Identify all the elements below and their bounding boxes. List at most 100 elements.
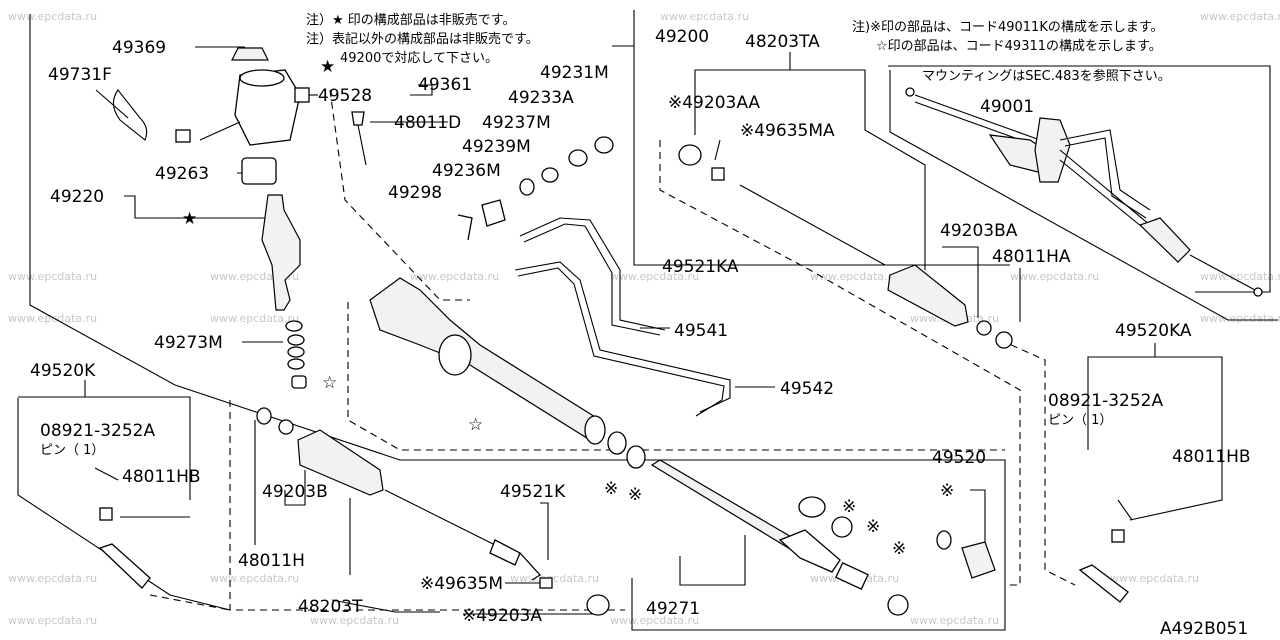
nut-part-48011H [256, 407, 272, 425]
mount-part-49520 [961, 541, 996, 579]
part-label-49541: 49541 [674, 321, 728, 341]
part-label-49635MA: ※49635MA [740, 121, 835, 141]
left-column-parts [112, 47, 614, 389]
boot-and-tie-rods [94, 144, 1133, 616]
seal-part-49231M [594, 136, 614, 154]
nut-right [1111, 529, 1125, 543]
part-label-48011HB-left: 48011HB [122, 467, 201, 487]
open-star-symbol: ☆ [322, 373, 337, 393]
watermark: www.epcdata.ru [1200, 312, 1280, 325]
boundary-line [888, 65, 1271, 293]
watermark: www.epcdata.ru [8, 572, 97, 585]
open-star-symbol: ☆ [468, 415, 483, 435]
spacer [936, 530, 952, 550]
part-label-49731F: 49731F [48, 65, 112, 85]
tie-rod-end [519, 552, 542, 581]
gear-housing-part [234, 69, 301, 146]
watermark: www.epcdata.ru [8, 312, 97, 325]
shim-part [287, 358, 305, 370]
cap-part-49369 [231, 47, 269, 61]
boundary-line [17, 398, 231, 611]
dashed-boundary [659, 140, 1021, 586]
part-label-49542: 49542 [780, 379, 834, 399]
watermark: www.epcdata.ru [310, 614, 399, 627]
rack-bushing [835, 561, 869, 591]
watermark: www.epcdata.ru [660, 10, 749, 23]
part-label-48203T: 48203T [298, 597, 363, 617]
part-label-49263: 49263 [155, 164, 209, 184]
star-symbol: ★ [320, 57, 335, 77]
shim-part [287, 346, 305, 358]
watermark: www.epcdata.ru [210, 312, 299, 325]
dashed-boundary [999, 339, 1076, 586]
kome-symbol: ※ [940, 481, 954, 501]
seal-ring [887, 594, 909, 616]
seal-ring [626, 445, 646, 469]
tie-rod-end-right [1078, 564, 1129, 603]
part-label-49520KA: 49520KA [1115, 321, 1192, 341]
cotter-pin-right [1117, 499, 1133, 521]
watermark: www.epcdata.ru [8, 270, 97, 283]
tube-part-49541-outline [523, 223, 661, 336]
clip-part-right [976, 320, 992, 336]
shim-part [287, 334, 305, 346]
note-right-line2: ☆印の部品は、コード49311の構成を示します。 [876, 39, 1162, 54]
watermark: www.epcdata.ru [810, 270, 899, 283]
clip-part [278, 419, 294, 435]
kome-symbol: ※ [842, 497, 856, 517]
rack-housing-end [584, 415, 606, 445]
part-label-49520K: 49520K [30, 361, 96, 381]
pin-part-49298 [457, 214, 473, 241]
part-label-48011HB-right: 48011HB [1172, 447, 1251, 467]
star-symbol: ★ [182, 209, 197, 229]
watermark: www.epcdata.ru [1110, 572, 1199, 585]
part-label-49001: 49001 [980, 97, 1034, 117]
kome-symbol: ※ [628, 485, 642, 505]
kome-symbol: ※ [604, 479, 618, 499]
nut-part [291, 375, 307, 389]
dashed-boundary [149, 594, 231, 611]
complete-assembly-49001 [905, 87, 1263, 297]
bushing-ring [798, 496, 826, 518]
seal-part-49528 [294, 87, 310, 103]
watermark: www.epcdata.ru [910, 614, 999, 627]
watermark: www.epcdata.ru [410, 270, 499, 283]
part-label-49273M: 49273M [154, 333, 223, 353]
part-label-49231M: 49231M [540, 63, 609, 83]
rack-bar-end [778, 529, 841, 573]
boundary-line [29, 14, 1006, 631]
part-label-49271: 49271 [646, 599, 700, 619]
dashed-boundary [347, 302, 1005, 451]
clamp-part-49203AA [678, 144, 702, 166]
nut-left [99, 507, 113, 521]
note-top-line3: 49200で対応して下さい。 [340, 51, 498, 66]
boundary-line [889, 70, 1278, 321]
part-label-49528: 49528 [318, 86, 372, 106]
seal-ring [607, 431, 627, 455]
inner-tie-rod-left [384, 489, 496, 546]
assembly-boundaries [17, 10, 1278, 631]
part-label-48011HA: 48011HA [992, 247, 1071, 267]
part-label-49203BA: 49203BA [940, 221, 1018, 241]
washer-part-49635M [539, 577, 553, 589]
clip-part [175, 129, 191, 143]
pin-label-right: ピン（ 1） [1048, 413, 1112, 428]
cotter-pin-left [94, 467, 119, 481]
ring-part-49239M [519, 178, 535, 196]
tube-part-49542 [514, 261, 731, 413]
tube-part-49541 [519, 217, 666, 331]
part-label-49520: 49520 [932, 448, 986, 468]
shim-part [285, 320, 303, 332]
part-label-49203B: 49203B [262, 482, 328, 502]
bolt-shank-48011D [357, 124, 367, 166]
boot-left-49203B [297, 429, 384, 496]
part-label-49298: 49298 [388, 183, 442, 203]
part-label-49635M: ※49635M [420, 574, 503, 594]
part-label-49237M: 49237M [482, 113, 551, 133]
part-label-49521K: 49521K [500, 482, 566, 502]
part-label-49203AA: ※49203AA [668, 93, 760, 113]
part-label-49239M: 49239M [462, 137, 531, 157]
washer-part-49635MA [711, 167, 725, 181]
part-label-49369: 49369 [112, 38, 166, 58]
